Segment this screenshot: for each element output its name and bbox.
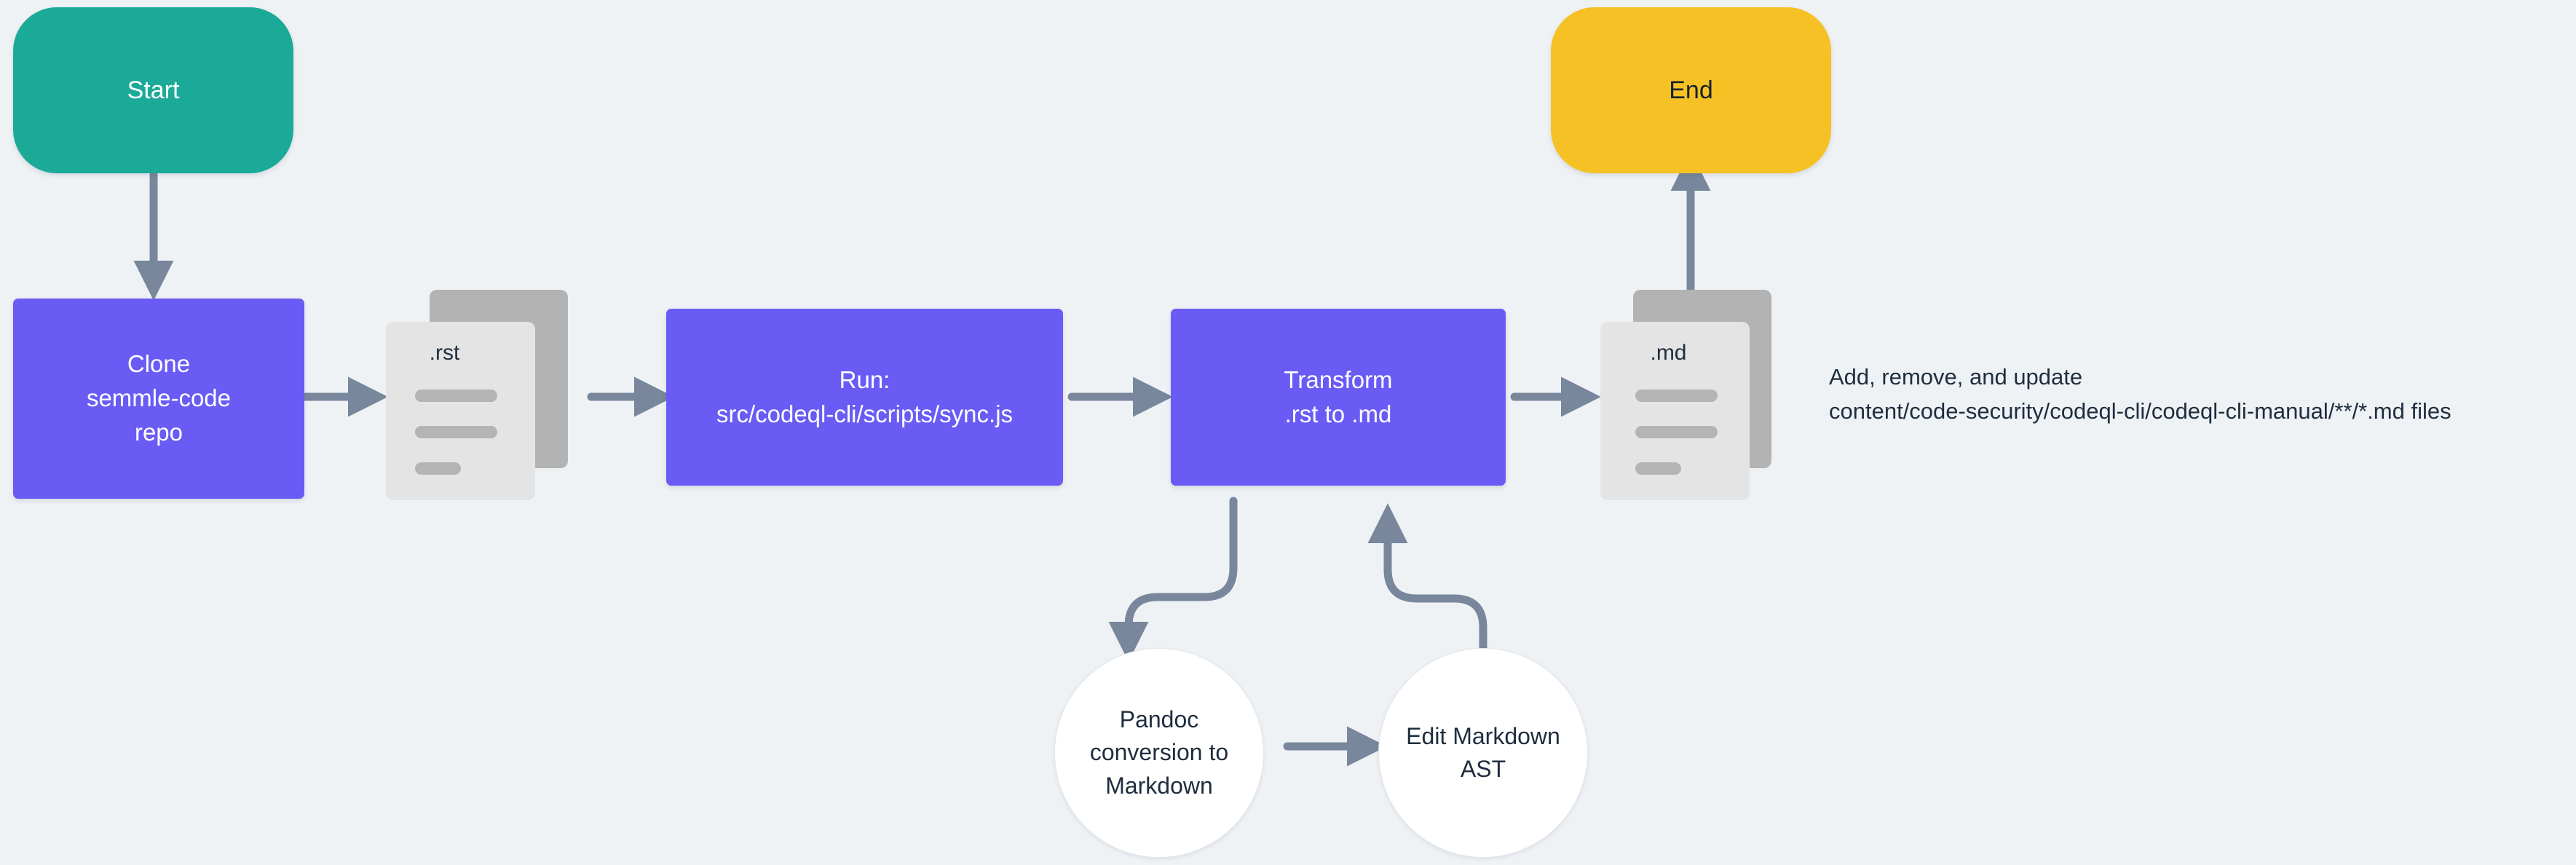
node-run-line-2: src/codeql-cli/scripts/sync.js <box>716 400 1014 427</box>
node-clone-line-1: Clone <box>127 350 191 378</box>
md-document-line-1 <box>1635 390 1718 402</box>
node-clone-line-3: repo <box>134 418 183 446</box>
node-clone-repo[interactable]: Clone semmle-code repo <box>13 299 304 499</box>
node-transform-rst-to-md[interactable]: Transform .rst to .md <box>1171 309 1506 486</box>
md-document-line-2 <box>1635 426 1718 438</box>
annotation-line-2: content/code-security/codeql-cli/codeql-… <box>1829 398 2451 424</box>
node-md-document-stack[interactable]: .md <box>1600 290 1790 501</box>
node-edit-ast-line-2: AST <box>1460 756 1506 782</box>
md-document-line-3 <box>1635 462 1681 475</box>
node-run-line-1: Run: <box>839 366 890 393</box>
rst-document-line-1 <box>415 390 497 402</box>
node-end-label: End <box>1669 76 1713 104</box>
node-rst-document-stack[interactable]: .rst <box>386 290 575 501</box>
annotation-md-files: Add, remove, and update content/code-sec… <box>1829 360 2451 428</box>
rst-document-line-3 <box>415 462 461 475</box>
node-edit-ast-line-1: Edit Markdown <box>1406 722 1560 749</box>
rst-document-line-2 <box>415 426 497 438</box>
node-clone-line-2: semmle-code <box>86 384 232 412</box>
node-pandoc-conversion[interactable]: Pandoc conversion to Markdown <box>1054 648 1264 858</box>
node-transform-line-2: .rst to .md <box>1284 400 1392 427</box>
rst-document-label: .rst <box>429 341 460 365</box>
edge-editast-to-transform <box>1367 503 1487 673</box>
node-run-sync-script[interactable]: Run: src/codeql-cli/scripts/sync.js <box>666 309 1063 486</box>
node-pandoc-line-2: conversion to <box>1089 739 1229 766</box>
edge-transform-to-pandoc <box>1108 497 1238 662</box>
node-edit-markdown-ast[interactable]: Edit Markdown AST <box>1378 648 1588 858</box>
annotation-line-1: Add, remove, and update <box>1829 364 2083 390</box>
md-document-label: .md <box>1650 341 1687 365</box>
node-pandoc-line-1: Pandoc <box>1119 706 1199 732</box>
node-start-label: Start <box>127 76 180 104</box>
node-end[interactable]: End <box>1551 7 1831 173</box>
node-pandoc-line-3: Markdown <box>1105 772 1213 799</box>
node-transform-line-1: Transform <box>1284 366 1393 393</box>
node-start[interactable]: Start <box>13 7 293 173</box>
